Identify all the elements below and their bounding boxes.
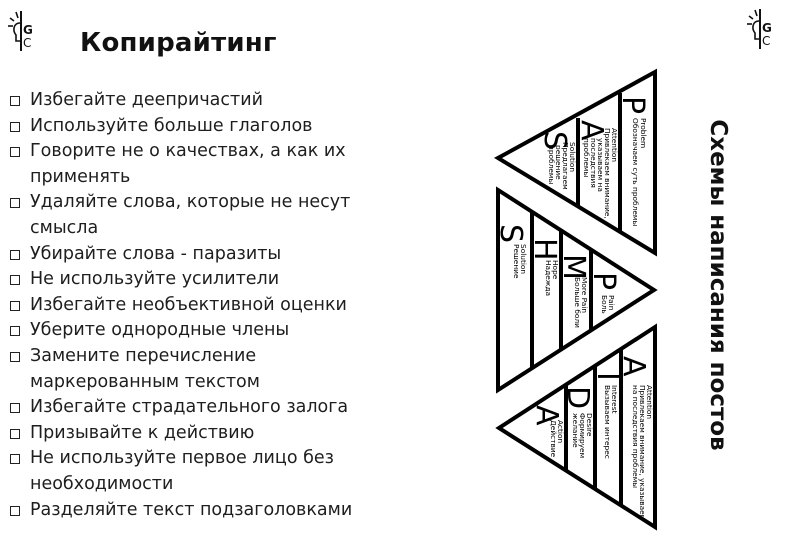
tip-text: Избегайте необъективной оценки xyxy=(30,294,347,315)
tip-text: Избегайте деепричастий xyxy=(30,90,263,110)
tip-text: Уберите однородные члены xyxy=(30,320,290,341)
checkbox-icon xyxy=(10,147,20,158)
aida-labels: A Attention Привлекаем внимание, указыва… xyxy=(529,356,654,520)
aida-letter-a2: A xyxy=(529,405,564,426)
pas-s-line: решение xyxy=(554,145,563,180)
schemes-title: Схемы написания постов xyxy=(705,119,731,451)
tip-item: Замените перечисление маркерованным текс… xyxy=(10,344,360,395)
checkbox-icon xyxy=(10,454,20,465)
tip-text: Замените перечисление маркерованным текс… xyxy=(30,345,260,392)
pmhs-p-line: Pain xyxy=(607,295,616,311)
pmhs-p-line: Боль xyxy=(600,295,609,314)
aida-d-line: желание xyxy=(571,413,580,448)
tip-text: Призывайте к действию xyxy=(30,422,255,443)
tip-item: Избегайте деепричастий xyxy=(10,88,360,114)
logo-icon: G C xyxy=(8,11,33,51)
aida-a-line: Attention xyxy=(645,385,654,419)
pas-labels: P Problem Обозначаем суть проблемы A Att… xyxy=(537,96,650,226)
tip-text: Не используйте усилители xyxy=(30,269,280,290)
tip-item: Не используйте усилители xyxy=(10,267,360,293)
tip-item: Не используйте первое лицо без необходим… xyxy=(10,446,360,497)
tip-text: Используйте больше глаголов xyxy=(30,115,313,136)
checkbox-icon xyxy=(10,249,20,260)
checkbox-icon xyxy=(10,300,20,311)
pas-letter-s: S xyxy=(537,131,572,150)
pas-a-line: проблемы xyxy=(582,138,591,177)
tip-text: Удаляйте слова, которые не несут смысла xyxy=(30,192,351,238)
pmhs-m-line: Больше боли xyxy=(573,277,582,328)
pas-s-line: Предлагаем xyxy=(561,142,570,190)
pmhs-triangle xyxy=(496,186,658,394)
aida-triangle xyxy=(495,323,657,531)
page-title: Копирайтинг xyxy=(80,28,277,58)
checkbox-icon xyxy=(10,326,20,337)
tip-item: Призывайте к действию xyxy=(10,421,360,447)
tip-item: Уберите однородные члены xyxy=(10,318,360,344)
tip-item: Избегайте необъективной оценки xyxy=(10,293,360,319)
pmhs-letter-h: H xyxy=(527,238,562,261)
pmhs-m-line: More Pain xyxy=(580,277,589,313)
tip-text: Убирайте слова - паразиты xyxy=(30,243,282,264)
pmhs-s-line: Решение xyxy=(512,244,521,279)
aida-letter-a: A xyxy=(616,356,651,377)
pas-p-line: Problem xyxy=(639,118,648,148)
copywriting-tips-list: Избегайте деепричастий Используйте больш… xyxy=(10,88,360,523)
logo-letter-c: C xyxy=(23,36,31,50)
pas-a-line: указываем на xyxy=(596,138,605,192)
pas-letter-p: P xyxy=(615,96,650,114)
tip-item: Говорите не о качествах, а как их примен… xyxy=(10,139,360,190)
checkbox-icon xyxy=(10,121,20,132)
tip-text: Не используйте первое лицо без необходим… xyxy=(30,448,334,494)
pmhs-letter-p: P xyxy=(586,272,621,290)
pmhs-s-line: Solution xyxy=(519,244,528,274)
aida-letter-i: I xyxy=(590,372,625,381)
logo-letter-c: C xyxy=(762,34,770,48)
aida-i-line: Вызываем интерес xyxy=(603,385,612,459)
pas-letter-a: A xyxy=(574,120,609,141)
tip-item: Удаляйте слова, которые не несут смысла xyxy=(10,190,360,241)
tip-item: Разделяйте текст подзаголовками xyxy=(10,498,360,524)
checkbox-icon xyxy=(10,505,20,516)
tip-text: Избегайте страдательного залога xyxy=(30,397,349,418)
logo-icon: G C xyxy=(747,9,772,49)
checkbox-icon xyxy=(10,198,20,209)
tip-text: Говорите не о качествах, а как их примен… xyxy=(30,141,346,187)
checkbox-icon xyxy=(10,96,20,106)
pmhs-labels: S Solution Решение H Hope Надежда M More… xyxy=(493,224,621,328)
pas-s-line: Solution xyxy=(568,142,577,172)
pas-p-line: Обозначаем суть проблемы xyxy=(631,118,640,226)
pas-s-line: проблемы xyxy=(547,145,556,184)
checkbox-icon xyxy=(10,403,20,414)
pas-a-line: Привлекаем внимание, xyxy=(603,128,612,219)
aida-d-line: Desire xyxy=(585,413,594,437)
aida-a2-line: Действие xyxy=(549,420,558,458)
aida-d-line: Формируем xyxy=(578,413,587,458)
aida-a-line: Привлекаем внимание, указываем xyxy=(638,385,647,520)
pmhs-letter-s: S xyxy=(493,224,528,243)
tip-item: Избегайте страдательного залога xyxy=(10,395,360,421)
pas-a-line: Attention xyxy=(610,128,619,162)
pmhs-letter-m: M xyxy=(556,254,591,280)
pmhs-h-line: Hope xyxy=(551,260,560,280)
aida-i-line: Interest xyxy=(610,385,619,414)
aida-letter-d: D xyxy=(560,386,595,409)
checkbox-icon xyxy=(10,275,20,286)
checkbox-icon xyxy=(10,428,20,439)
pas-a-line: последствия xyxy=(589,138,598,188)
checkbox-icon xyxy=(10,351,20,362)
aida-a2-line: Action xyxy=(556,420,565,443)
tip-text: Разделяйте текст подзаголовками xyxy=(30,499,353,520)
logo-letter-g: G xyxy=(762,21,772,35)
tip-item: Убирайте слова - паразиты xyxy=(10,242,360,268)
tip-item: Используйте больше глаголов xyxy=(10,114,360,140)
pmhs-h-line: Надежда xyxy=(544,260,553,296)
logo-letter-g: G xyxy=(23,23,33,37)
aida-a-line: на последствия проблемы xyxy=(631,385,640,488)
